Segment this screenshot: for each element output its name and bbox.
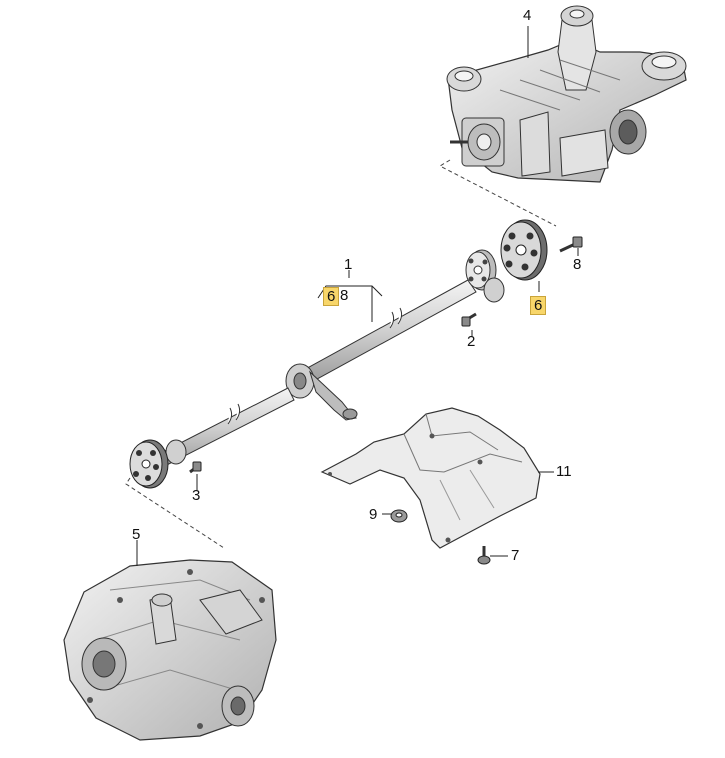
gearbox[interactable] [63,559,277,741]
callout-11[interactable]: 11 [556,463,572,480]
callout-8-propshaft[interactable]: 8 [340,287,349,304]
callout-5[interactable]: 5 [132,526,141,543]
callout-2[interactable]: 2 [467,333,476,350]
bolt-7[interactable] [477,546,491,565]
propshaft[interactable] [129,249,505,489]
heat-shield[interactable] [320,407,541,549]
rear-flex-disc[interactable] [500,219,548,281]
bolt-3[interactable] [189,461,202,474]
callout-8-bolt[interactable]: 8 [573,256,582,273]
bolt-2[interactable] [461,312,477,327]
bolt-rear[interactable] [559,236,583,253]
callout-6-flex-disc[interactable]: 6 [530,296,547,315]
callout-3[interactable]: 3 [192,487,201,504]
rear-final-drive[interactable] [446,5,687,183]
assembly-lines [125,159,557,549]
callout-4[interactable]: 4 [523,7,532,24]
callout-7[interactable]: 7 [511,547,520,564]
callout-9[interactable]: 9 [369,506,378,523]
callout-1[interactable]: 1 [344,256,353,273]
leader-lines [136,26,579,566]
nut-9[interactable] [390,509,408,523]
callout-6-propshaft[interactable]: 6 [323,287,340,306]
